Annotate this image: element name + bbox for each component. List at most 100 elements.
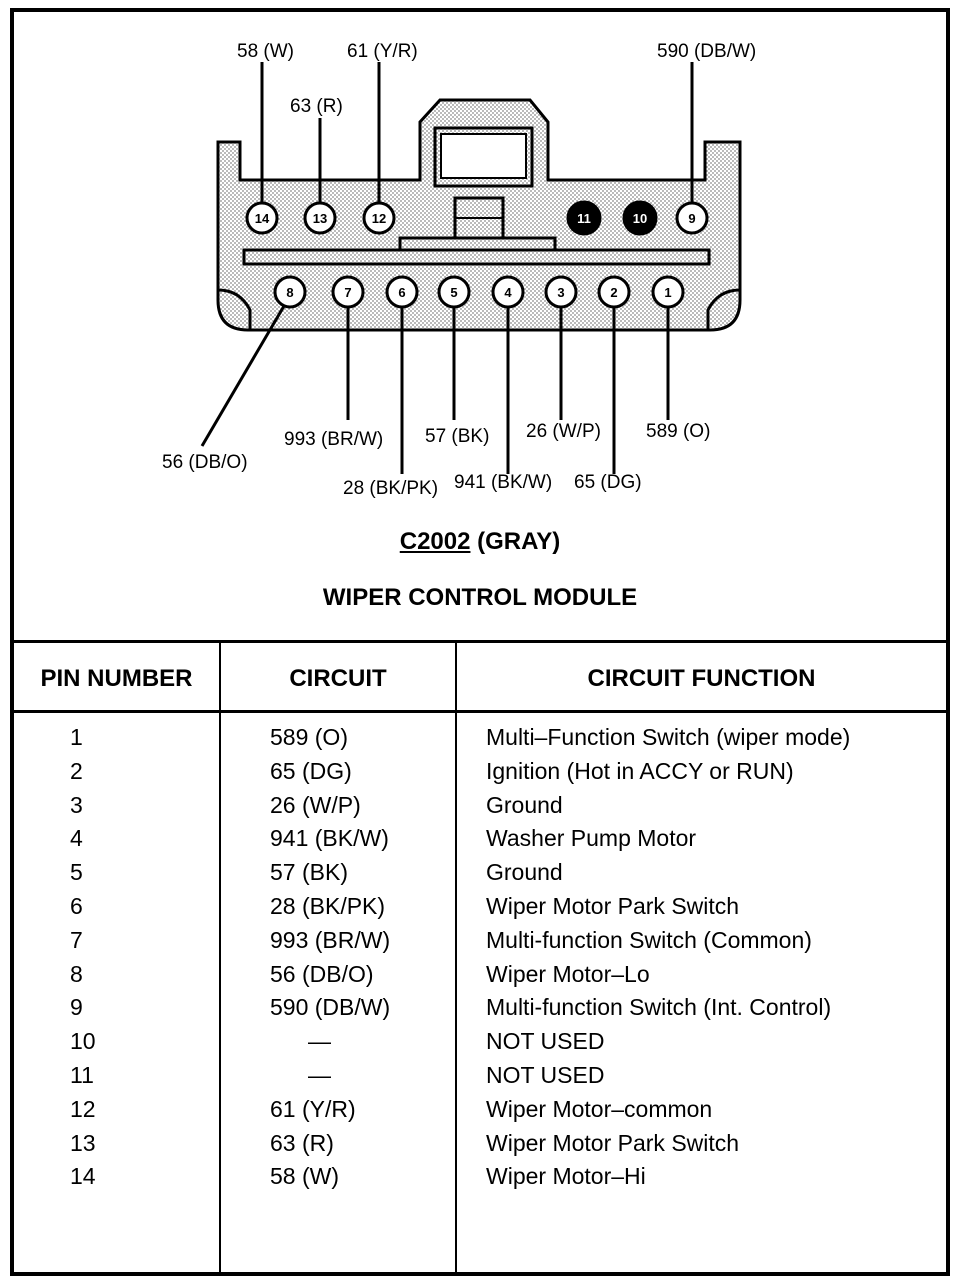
- cell-function: Wiper Motor Park Switch: [486, 892, 740, 919]
- connector-diagram: 14 13 12 11 10 9 8 7 6 5 4 3: [162, 41, 756, 499]
- cell-function: NOT USED: [486, 1061, 605, 1088]
- cell-function: Wiper Motor–Hi: [486, 1163, 646, 1190]
- pin-table-body: 1 589 (O) Multi–Function Switch (wiper mod…: [0, 722, 976, 1195]
- cell-function: Wiper Motor–Lo: [486, 960, 650, 987]
- cell-function: Ignition (Hot in ACCY or RUN): [486, 757, 794, 784]
- pin-2: 2: [597, 275, 631, 309]
- cell-circuit: 57 (BK): [270, 859, 348, 886]
- cell-pin: 9: [70, 994, 83, 1021]
- cell-function: Multi-function Switch (Int. Control): [486, 994, 832, 1021]
- table-row: 14 58 (W) Wiper Motor–Hi: [0, 1161, 976, 1195]
- callout-pin-7: 993 (BR/W): [284, 429, 383, 450]
- pin-10-unused: 10: [622, 200, 658, 236]
- table-col-divider-2: [455, 643, 457, 1276]
- leader-lines: [200, 62, 694, 474]
- cell-pin: 14: [70, 1163, 96, 1190]
- cell-function: Washer Pump Motor: [486, 825, 697, 852]
- pin-label: 10: [633, 211, 647, 226]
- callout-pin-1: 589 (O): [646, 421, 710, 442]
- cell-circuit: 941 (BK/W): [270, 825, 389, 852]
- pin-14: 14: [245, 201, 279, 235]
- connector-title: C2002 (GRAY): [10, 528, 950, 556]
- cell-pin: 10: [70, 1028, 96, 1055]
- pin-7: 7: [331, 275, 365, 309]
- connector-color: (GRAY): [477, 528, 561, 555]
- cell-pin: 3: [70, 791, 83, 818]
- pin-label: 5: [450, 285, 457, 300]
- callout-pin-8: 56 (DB/O): [162, 452, 248, 473]
- pin-11-unused: 11: [566, 200, 602, 236]
- cell-function: Ground: [486, 859, 563, 886]
- pin-label: 9: [688, 211, 695, 226]
- pin-label: 6: [398, 285, 405, 300]
- cell-function: NOT USED: [486, 1028, 605, 1055]
- pin-label: 1: [664, 285, 671, 300]
- header-circuit-function: CIRCUIT FUNCTION: [587, 665, 816, 692]
- table-row: 13 63 (R) Wiper Motor Park Switch: [0, 1128, 976, 1162]
- cell-pin: 12: [70, 1095, 96, 1122]
- cell-pin: 2: [70, 757, 83, 784]
- pin-1: 1: [651, 275, 685, 309]
- table-row: 5 57 (BK) Ground: [0, 857, 976, 891]
- pin-12: 12: [362, 201, 396, 235]
- cell-circuit: 56 (DB/O): [270, 960, 374, 987]
- cell-circuit: —: [308, 1061, 331, 1088]
- cell-pin: 7: [70, 926, 83, 953]
- connector-id: C2002: [399, 528, 471, 555]
- cell-pin: 8: [70, 960, 83, 987]
- table-row: 11 — NOT USED: [0, 1060, 976, 1094]
- callout-pin-5: 57 (BK): [425, 426, 489, 447]
- cell-function: Multi-function Switch (Common): [486, 926, 812, 953]
- pin-label: 8: [286, 285, 293, 300]
- pin-label: 13: [313, 211, 327, 226]
- cell-circuit: 28 (BK/PK): [270, 892, 386, 919]
- pin-label: 4: [504, 285, 512, 300]
- table-header-rule: [10, 710, 950, 713]
- table-row: 8 56 (DB/O) Wiper Motor–Lo: [0, 959, 976, 993]
- pin-6: 6: [385, 275, 419, 309]
- cell-pin: 4: [70, 825, 83, 852]
- cell-function: Wiper Motor Park Switch: [486, 1129, 740, 1156]
- cell-circuit: 26 (W/P): [270, 791, 361, 818]
- callout-pin-2: 65 (DG): [574, 472, 642, 493]
- table-row: 4 941 (BK/W) Washer Pump Motor: [0, 823, 976, 857]
- cell-circuit: 61 (Y/R): [270, 1095, 356, 1122]
- cell-circuit: 65 (DG): [270, 757, 352, 784]
- cell-pin: 11: [70, 1061, 94, 1088]
- cell-circuit: —: [308, 1028, 331, 1055]
- pin-label: 11: [577, 211, 591, 226]
- pin-label: 12: [372, 211, 386, 226]
- cell-circuit: 590 (DB/W): [270, 994, 391, 1021]
- pin-8: 8: [273, 275, 307, 309]
- header-circuit: CIRCUIT: [289, 665, 387, 692]
- pin-label: 7: [344, 285, 351, 300]
- table-row: 10 — NOT USED: [0, 1026, 976, 1060]
- table-row: 9 590 (DB/W) Multi-function Switch (Int. C…: [0, 992, 976, 1026]
- pin-9: 9: [675, 201, 709, 235]
- connector-rail: [242, 248, 711, 266]
- pin-label: 2: [610, 285, 617, 300]
- cell-pin: 13: [70, 1129, 96, 1156]
- callout-pin-6: 28 (BK/PK): [343, 478, 438, 499]
- pin-label: 14: [255, 211, 270, 226]
- table-top-rule: [10, 640, 950, 643]
- pin-5: 5: [437, 275, 471, 309]
- cell-pin: 5: [70, 859, 83, 886]
- callout-pin-3: 26 (W/P): [526, 421, 601, 442]
- callout-pin-12: 61 (Y/R): [347, 41, 418, 62]
- table-row: 2 65 (DG) Ignition (Hot in ACCY or RUN): [0, 756, 976, 790]
- callout-pin-4: 941 (BK/W): [454, 472, 552, 493]
- cell-circuit: 58 (W): [270, 1163, 339, 1190]
- cell-function: Multi–Function Switch (wiper mode): [486, 724, 851, 750]
- pin-13: 13: [303, 201, 337, 235]
- pin-3: 3: [544, 275, 578, 309]
- pin-label: 3: [557, 285, 564, 300]
- cell-pin: 1: [70, 724, 83, 750]
- cell-circuit: 63 (R): [270, 1129, 334, 1156]
- module-name: WIPER CONTROL MODULE: [322, 584, 638, 611]
- cell-circuit: 589 (O): [270, 724, 348, 750]
